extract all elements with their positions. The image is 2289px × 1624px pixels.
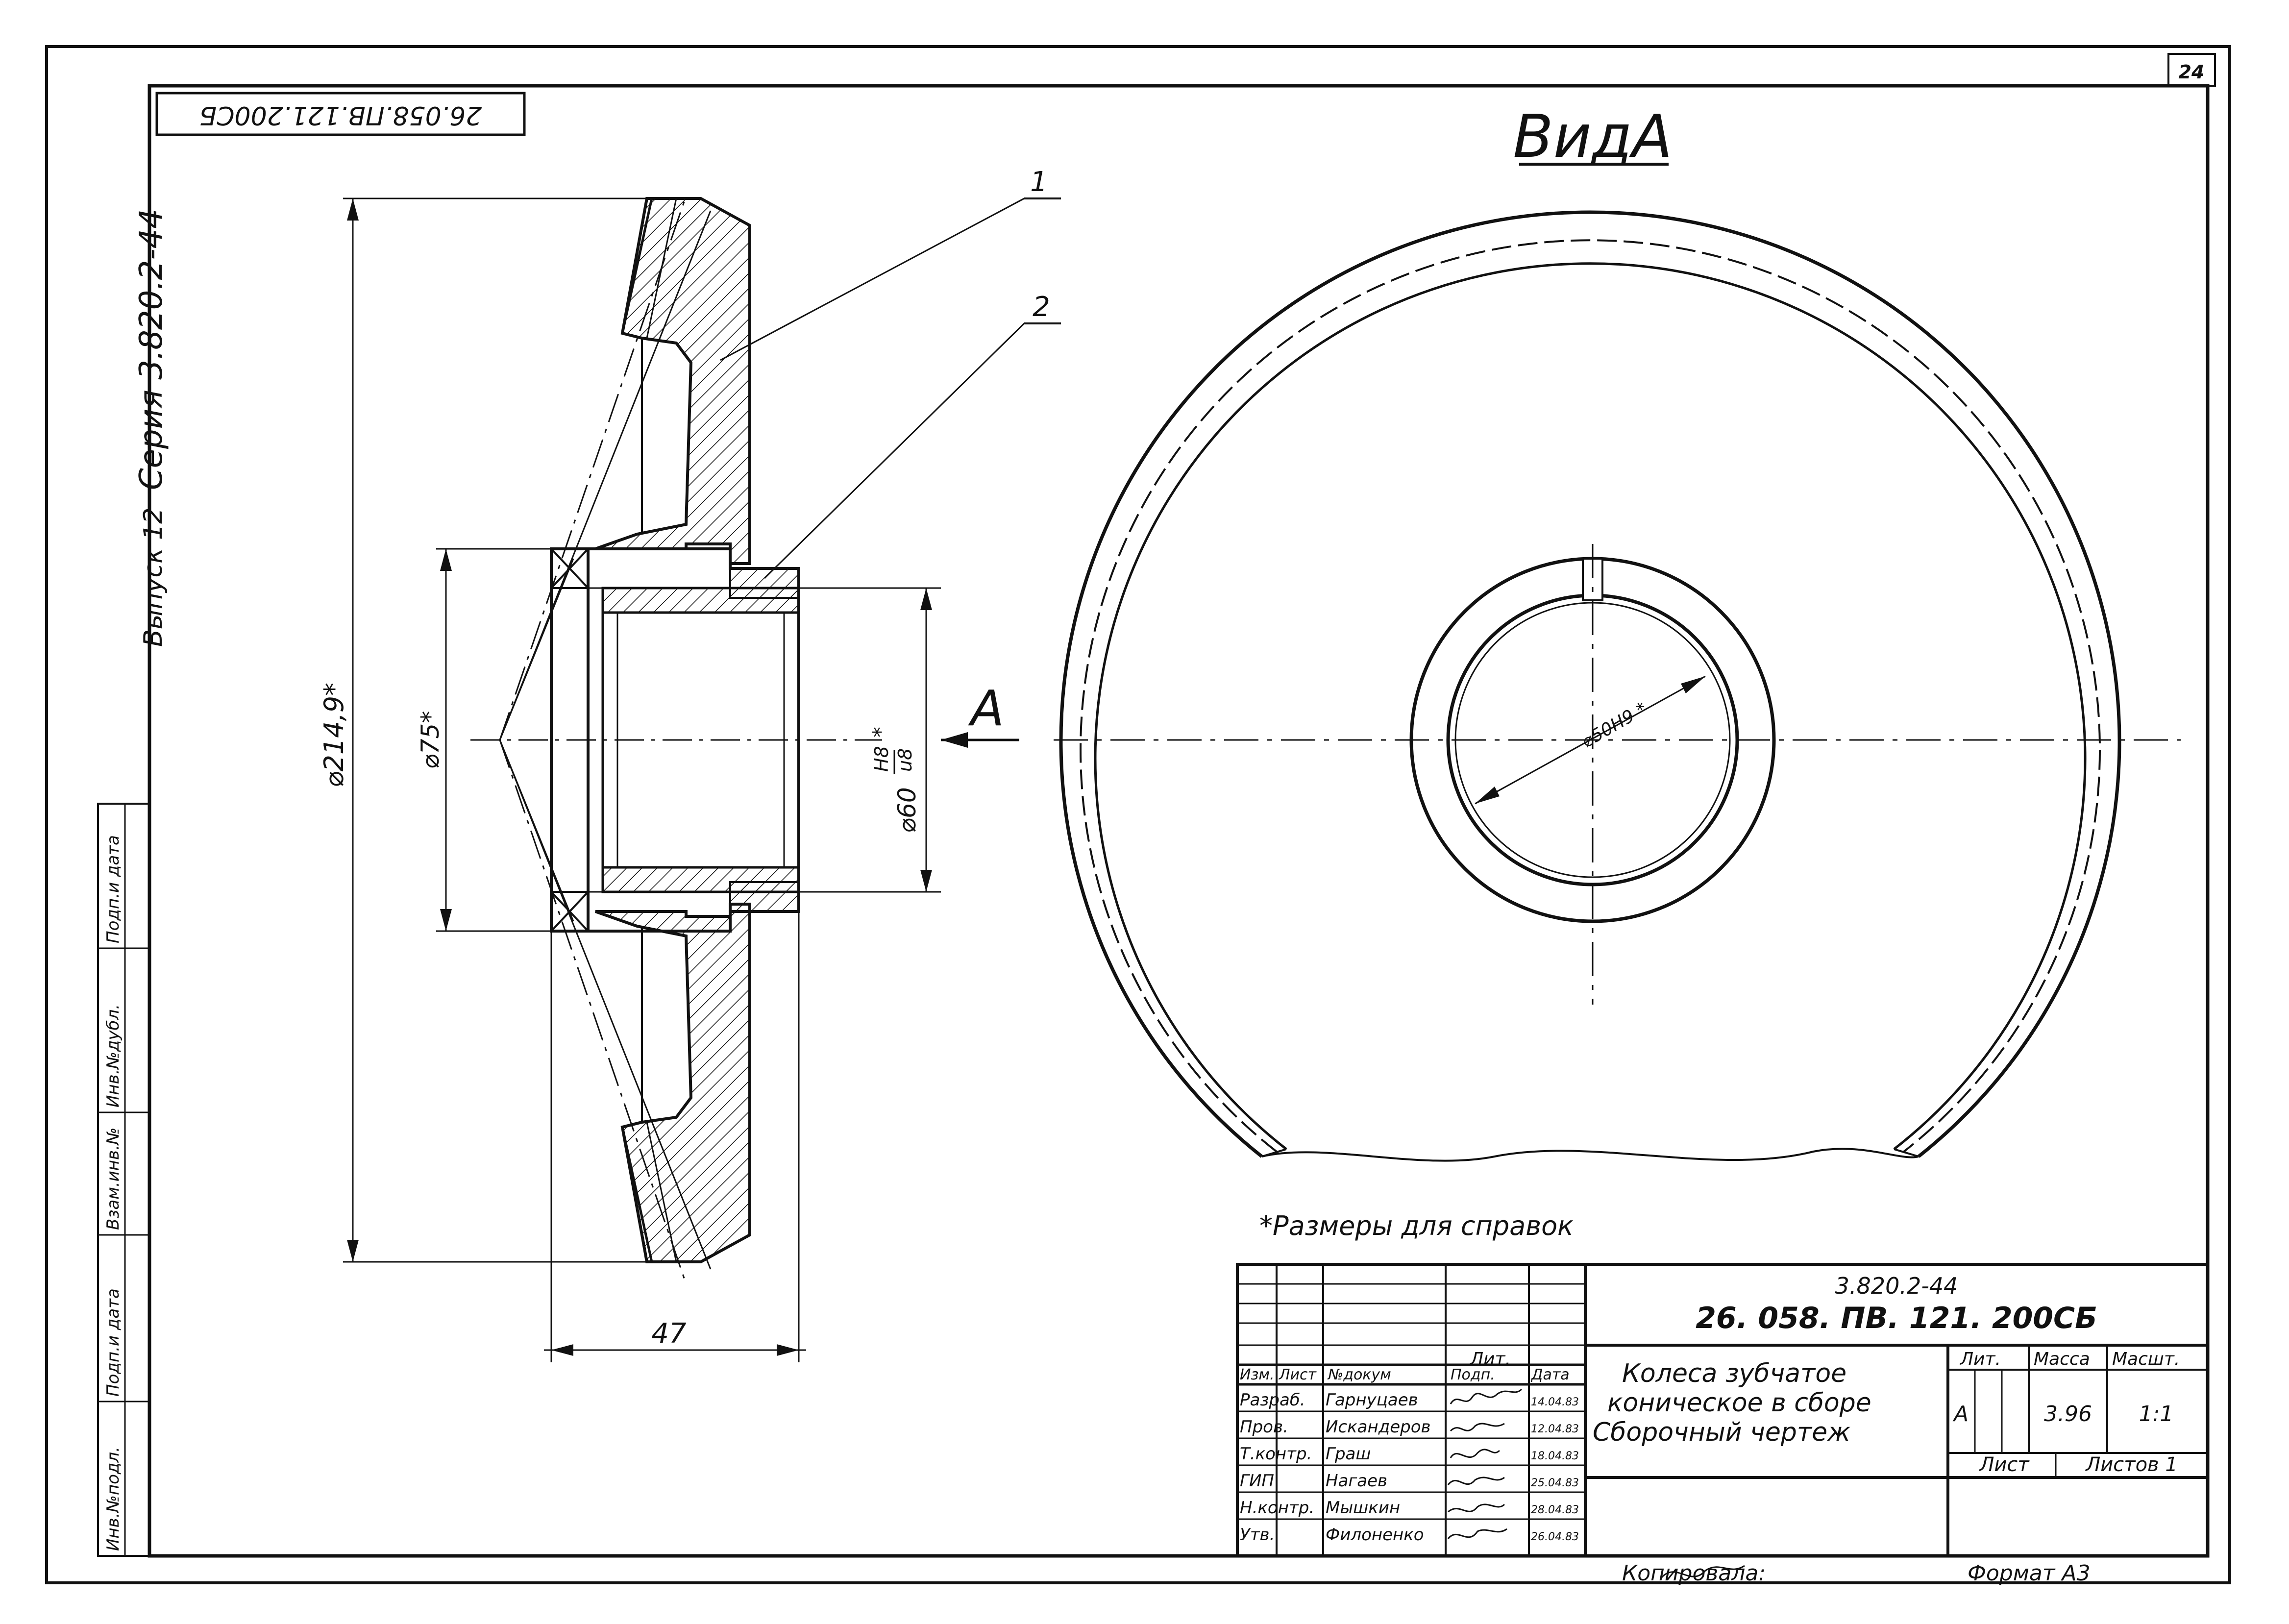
sheet-label: Лист (1978, 1453, 2030, 1476)
dim-outer-diameter (343, 197, 652, 1263)
dim-width-label: 47 (651, 1318, 687, 1350)
reference-note: *Размеры для справок (1259, 1210, 1574, 1241)
col-header-list: Лист (1279, 1366, 1317, 1383)
name-line2: коническое в сборе (1607, 1388, 1871, 1418)
row-1-date: 12.04.83 (1531, 1423, 1579, 1435)
row-5-name: Филоненко (1326, 1525, 1424, 1545)
row-3-role: ГИП (1240, 1471, 1274, 1491)
row-1-role: Пров. (1240, 1417, 1288, 1437)
row-4-name: Мышкин (1326, 1498, 1400, 1518)
format-label: Формат А3 (1968, 1561, 2091, 1586)
dim-bore-label: ⌀60 (893, 787, 921, 833)
gear-body-lower (595, 903, 751, 1263)
row-2-date: 18.04.83 (1531, 1450, 1579, 1462)
row-0-role: Разраб. (1240, 1390, 1305, 1410)
dim-outer-label: ⌀214,9* (319, 683, 349, 787)
row-4-role: Н.контр. (1240, 1498, 1314, 1518)
strip-label-4: Подп.и дата (103, 835, 123, 943)
rotated-stamp-box (155, 92, 526, 136)
leader-1-label: 1 (1030, 166, 1048, 198)
dim-bore-star: * (868, 727, 893, 738)
dim-bore-fit-top: H8 (871, 746, 892, 772)
row-3-name: Нагаев (1326, 1471, 1387, 1491)
left-strip (97, 803, 150, 1557)
col-header-doc: №докум (1327, 1366, 1391, 1383)
name-line3: Сборочный чертеж (1593, 1418, 1850, 1447)
lit-header: Лит. (1469, 1349, 1511, 1369)
strip-label-2: Взам.инв.№ (103, 1128, 123, 1230)
row-0-date: 14.04.83 (1531, 1396, 1579, 1408)
rotated-stamp: 26.058.ПВ.121.200СБ (199, 100, 482, 130)
lit-header-right: Лит. (1959, 1349, 2001, 1369)
signatures (1447, 1388, 1745, 1578)
lit-value: А (1952, 1402, 1969, 1427)
view-arrow-label: А (968, 680, 1004, 737)
outer-frame (45, 45, 2231, 1584)
strip-label-1: Подп.и дата (103, 1288, 123, 1397)
title-block (1236, 1263, 2209, 1557)
view-a-bore-label: ⌀50H9 * (1578, 699, 1650, 752)
row-0-name: Гарнуцаев (1326, 1390, 1418, 1410)
inner-frame (148, 84, 2210, 1558)
leader-2-label: 2 (1033, 291, 1050, 323)
dim-hub-diameter (436, 548, 551, 932)
mass-header: Масса (2034, 1349, 2090, 1369)
scale-value: 1:1 (2139, 1402, 2174, 1427)
row-4-date: 28.04.83 (1531, 1504, 1579, 1516)
dim-bore-diameter (799, 587, 941, 893)
copied-label: Копировала: (1622, 1561, 1766, 1586)
dim-hub-label: ⌀75* (416, 711, 444, 769)
strip-label-0: Инв.№подл. (103, 1447, 123, 1551)
row-5-role: Утв. (1240, 1525, 1275, 1545)
view-a-title: ВидА (1513, 103, 1672, 171)
row-2-role: Т.контр. (1240, 1444, 1312, 1464)
col-header-sign: Подп. (1451, 1366, 1495, 1383)
col-header-izm: Изм. (1240, 1366, 1275, 1383)
sheet-number-box (2167, 53, 2216, 87)
scale-header: Масшт. (2112, 1349, 2180, 1369)
col-header-date: Дата (1530, 1366, 1570, 1383)
view-arrow (941, 732, 1019, 748)
gear-body-upper (595, 197, 751, 565)
code-line1: 3.820.2-44 (1835, 1273, 1958, 1299)
row-3-date: 25.04.83 (1531, 1477, 1579, 1489)
strip-label-3: Инв.№дубл. (103, 1004, 123, 1107)
row-5-date: 26.04.83 (1531, 1531, 1579, 1543)
row-2-name: Граш (1326, 1444, 1371, 1464)
dim-bore-fit-bottom: u8 (894, 748, 916, 772)
sheets-label: Листов 1 (2085, 1453, 2178, 1476)
section-view (470, 196, 1061, 1284)
name-line1: Колеса зубчатое (1622, 1359, 1846, 1388)
code-line2: 26. 058. ПВ. 121. 200СБ (1696, 1301, 2097, 1335)
mass-value: 3.96 (2044, 1402, 2092, 1427)
issue-label: Выпуск 12 (139, 508, 168, 647)
view-a (1054, 210, 2181, 1162)
series-label: Серия 3.820.2-44 (133, 209, 170, 490)
dim-width (544, 911, 806, 1362)
row-1-name: Искандеров (1326, 1417, 1431, 1437)
sheet-number: 24 (2179, 61, 2205, 83)
